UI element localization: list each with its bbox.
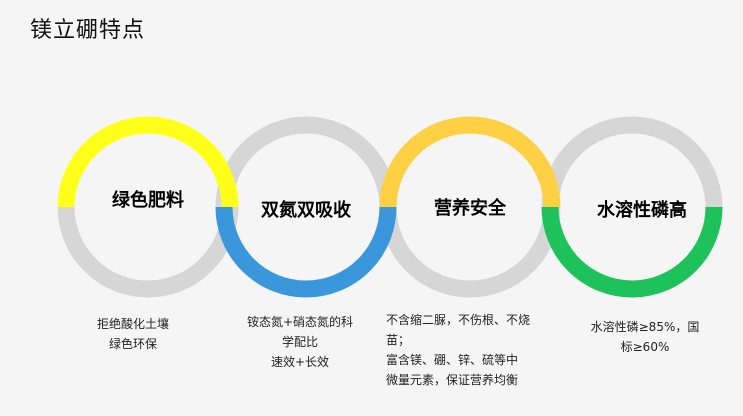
page-title: 镁立硼特点 (30, 18, 146, 43)
desc-line: 苗； (386, 333, 411, 347)
ring-bottom-dual-nitrogen (215, 206, 397, 298)
desc-line: 不含缩二脲，不伤根、不烧 (386, 313, 531, 327)
feature-label-water-soluble-phosphorus: 水溶性磷高 (597, 200, 687, 221)
desc-line: 拒绝酸化土壤 (96, 317, 169, 331)
ring-bottom-green-fertilizer (57, 206, 239, 298)
desc-line: 绿色环保 (108, 337, 157, 351)
ring-top-nutrition-safety (379, 116, 561, 208)
ring-bottom-nutrition-safety (379, 206, 561, 298)
desc-line: 学配比 (281, 335, 318, 349)
desc-line: 铵态氮+硝态氮的科 (246, 315, 354, 329)
feature-desc-nutrition-safety: 不含缩二脲，不伤根、不烧 苗； 富含镁、硼、锌、硫等中 微量元素，保证营养均衡 (386, 310, 556, 390)
desc-line: 标≥60% (620, 340, 670, 354)
feature-label-nutrition-safety: 营养安全 (434, 198, 506, 219)
desc-line: 微量元素，保证营养均衡 (386, 373, 519, 387)
feature-label-green-fertilizer: 绿色肥料 (112, 190, 184, 211)
ring-top-dual-nitrogen (215, 116, 397, 208)
desc-line: 速效+长效 (270, 355, 330, 369)
ring-bottom-water-soluble-phosphorus (541, 206, 723, 298)
feature-desc-dual-nitrogen: 铵态氮+硝态氮的科 学配比 速效+长效 (225, 312, 375, 372)
desc-line: 水溶性磷≥85%，国 (590, 320, 700, 334)
feature-desc-water-soluble-phosphorus: 水溶性磷≥85%，国 标≥60% (570, 317, 720, 357)
ring-top-green-fertilizer (57, 116, 239, 208)
feature-desc-green-fertilizer: 拒绝酸化土壤 绿色环保 (68, 314, 198, 354)
ring-top-water-soluble-phosphorus (541, 116, 723, 208)
feature-label-dual-nitrogen: 双氮双吸收 (261, 200, 351, 221)
desc-line: 富含镁、硼、锌、硫等中 (386, 353, 519, 367)
